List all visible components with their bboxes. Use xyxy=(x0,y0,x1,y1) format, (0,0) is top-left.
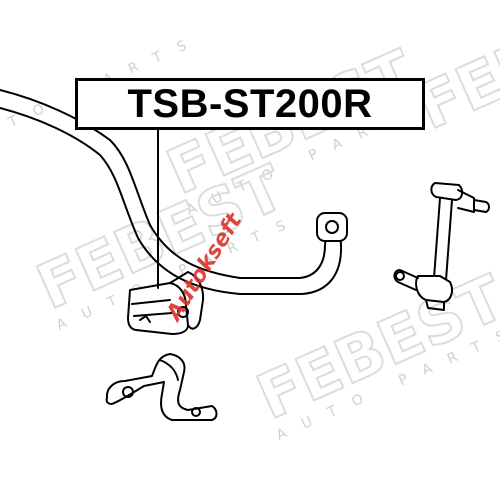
stabilizer-bushing xyxy=(127,271,205,335)
stabilizer-bar xyxy=(0,89,343,295)
bushing-bracket xyxy=(105,353,218,421)
part-number-label: TSB-ST200R xyxy=(75,78,425,130)
watermark-layer: FEBEST AUTO PARTS FEBEST AUTO PARTS FEBE… xyxy=(0,0,500,444)
bar-end-bushing xyxy=(316,212,348,242)
stabilizer-link xyxy=(393,182,490,311)
